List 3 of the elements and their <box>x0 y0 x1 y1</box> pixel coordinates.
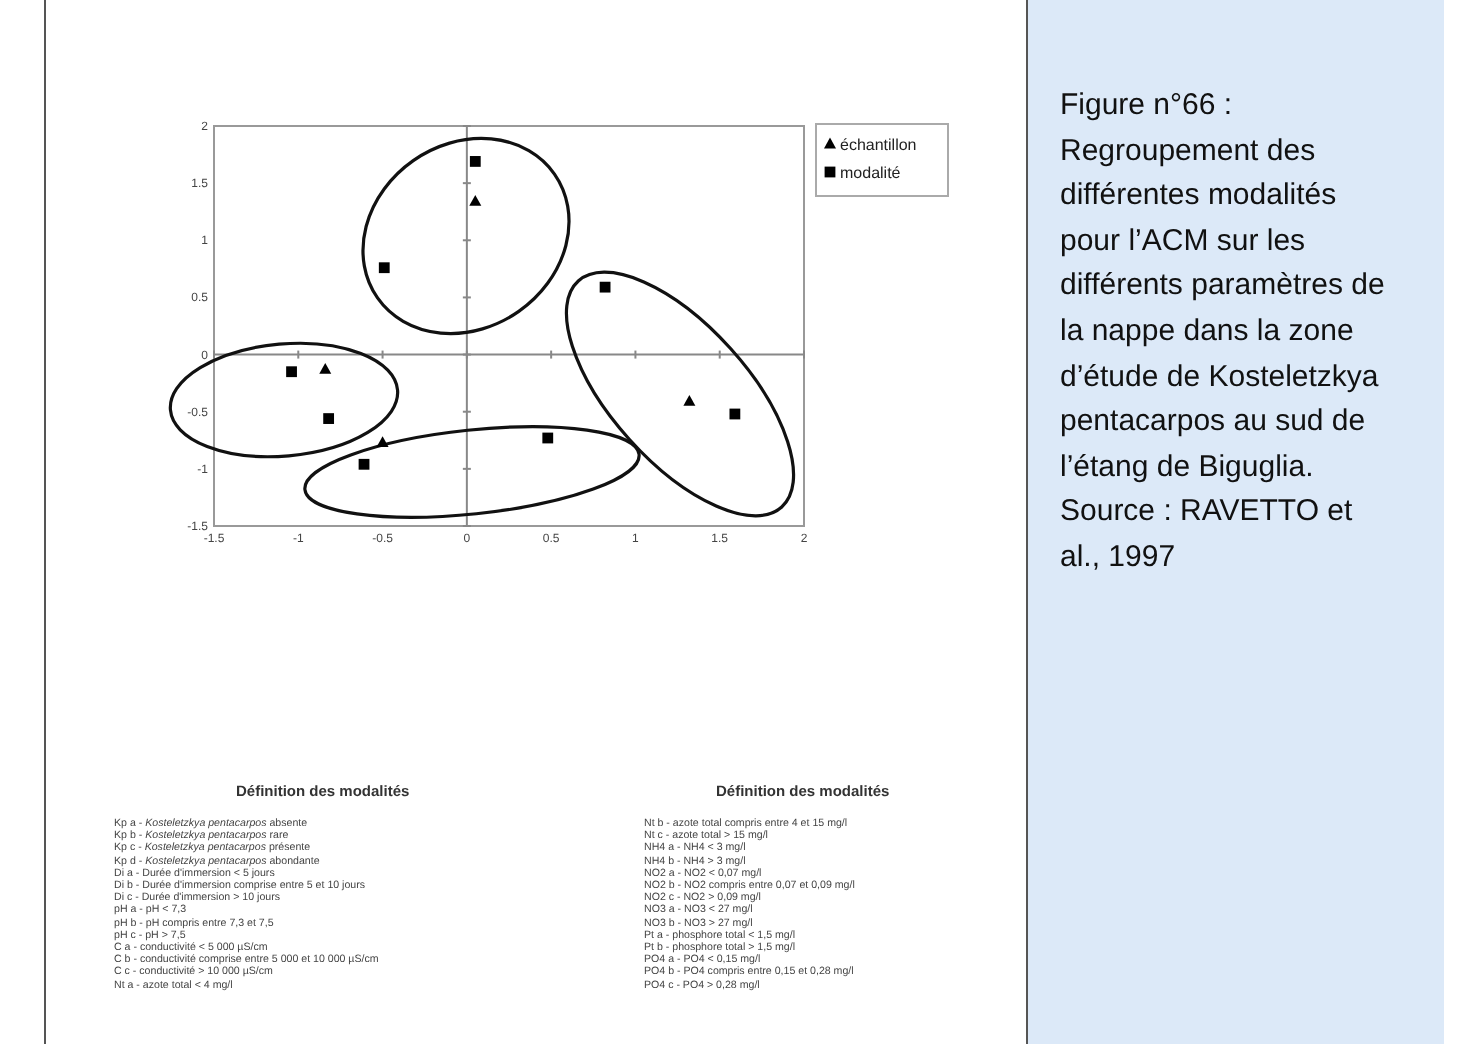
legend-label: modalité <box>840 164 901 182</box>
caption: Figure n°66 : Regroupement des différentes modalités pour l’ACM sur les différents paramètres de la nappe dans la zone d’étude de Kosteletzkya pentacarpos au sud de l’étang de Biguglia. Source : RAVETTO et al., 1997 <box>1060 86 1387 578</box>
legend-label: échantillon <box>840 136 917 154</box>
